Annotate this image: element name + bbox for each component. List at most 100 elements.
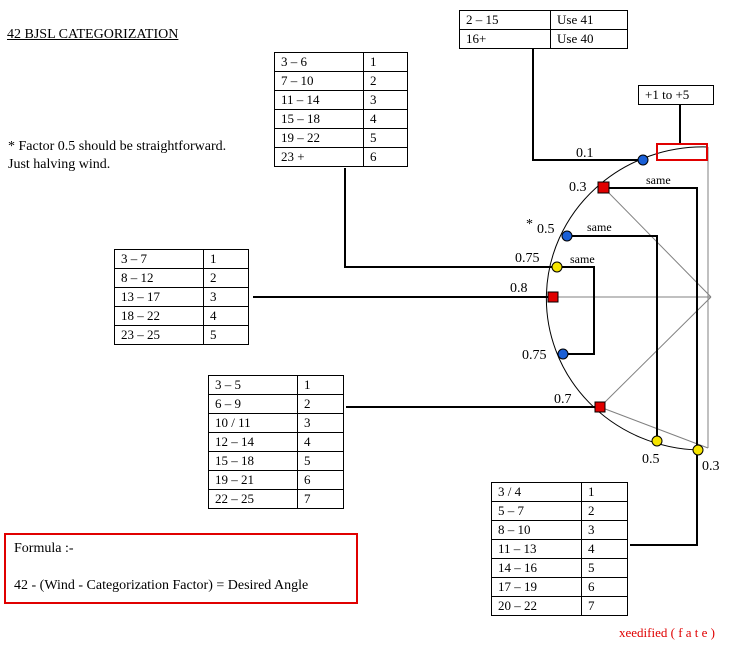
range-cell: 8 – 12 [114, 268, 204, 288]
category-cell: 4 [203, 306, 249, 326]
factor-label-075-top: 0.75 [515, 251, 540, 266]
table-row: +1 to +5 [638, 85, 714, 105]
factor-label-08: 0.8 [510, 281, 528, 296]
range-cell: 8 – 10 [491, 520, 582, 540]
category-cell: 5 [363, 128, 408, 148]
range-cell: 11 – 14 [274, 90, 364, 110]
category-cell: 6 [297, 470, 344, 490]
category-cell: 2 [203, 268, 249, 288]
range-cell: 15 – 18 [274, 109, 364, 129]
category-cell: 5 [581, 558, 628, 578]
category-cell: 7 [297, 489, 344, 509]
plus-range-cell: +1 to +5 [638, 85, 714, 105]
formula-box: Formula :- 42 - (Wind - Categorization F… [4, 533, 358, 604]
range-cell: 6 – 9 [208, 394, 298, 414]
range-cell: 7 – 10 [274, 71, 364, 91]
range-cell: 18 – 22 [114, 306, 204, 326]
range-cell: 3 – 6 [274, 52, 364, 72]
formula-heading: Formula :- [14, 541, 74, 556]
range-cell: 2 – 15 [459, 10, 551, 30]
category-cell: 5 [297, 451, 344, 471]
factor-note: * Factor 0.5 should be straightforward. … [8, 139, 227, 172]
factor-label-075-bottom: 0.75 [522, 348, 547, 363]
value-cell: Use 41 [550, 10, 628, 30]
factor-label-star: * [526, 217, 533, 232]
category-cell: 2 [581, 501, 628, 521]
range-cell: 13 – 17 [114, 287, 204, 307]
table-row: 16+ Use 40 [459, 29, 628, 49]
category-cell: 1 [581, 482, 628, 502]
factor-label-03-bottom: 0.3 [702, 459, 720, 474]
range-cell: 16+ [459, 29, 551, 49]
range-cell: 23 – 25 [114, 325, 204, 345]
range-cell: 3 – 7 [114, 249, 204, 269]
range-cell: 11 – 13 [491, 539, 582, 559]
category-cell: 3 [363, 90, 408, 110]
category-cell: 4 [297, 432, 344, 452]
author-credit: xeedified ( f a t e ) [619, 625, 716, 640]
table-top-right: 2 – 15 Use 41 16+ Use 40 [459, 10, 628, 49]
range-cell: 20 – 22 [491, 596, 582, 616]
category-cell: 1 [297, 375, 344, 395]
range-cell: 14 – 16 [491, 558, 582, 578]
category-cell: 1 [363, 52, 408, 72]
range-cell: 19 – 22 [274, 128, 364, 148]
plus-range-highlight [656, 143, 708, 161]
connector-lines [253, 49, 698, 546]
range-cell: 3 / 4 [491, 482, 582, 502]
same-label-1: same [646, 173, 671, 187]
same-label-2: same [587, 220, 612, 234]
marker-05-yellow [651, 435, 663, 447]
marker-07-red [594, 401, 606, 413]
category-cell: 2 [297, 394, 344, 414]
range-cell: 3 – 5 [208, 375, 298, 395]
category-cell: 2 [363, 71, 408, 91]
marker-05-blue [561, 230, 573, 242]
table-plus-range: +1 to +5 [638, 85, 714, 105]
factor-label-03-top: 0.3 [569, 180, 587, 195]
category-cell: 6 [363, 147, 408, 167]
range-cell: 19 – 21 [208, 470, 298, 490]
angle-arc [545, 146, 709, 451]
range-cell: 10 / 11 [208, 413, 298, 433]
factor-label-07: 0.7 [554, 392, 572, 407]
page-title: 42 BJSL CATEGORIZATION [7, 27, 179, 42]
range-cell: 15 – 18 [208, 451, 298, 471]
range-cell: 12 – 14 [208, 432, 298, 452]
category-cell: 5 [203, 325, 249, 345]
category-cell: 4 [363, 109, 408, 129]
category-cell: 3 [581, 520, 628, 540]
range-cell: 22 – 25 [208, 489, 298, 509]
category-cell: 6 [581, 577, 628, 597]
category-cell: 7 [581, 596, 628, 616]
value-cell: Use 40 [550, 29, 628, 49]
marker-08-red [547, 291, 559, 303]
factor-label-05-bottom: 0.5 [642, 452, 660, 467]
